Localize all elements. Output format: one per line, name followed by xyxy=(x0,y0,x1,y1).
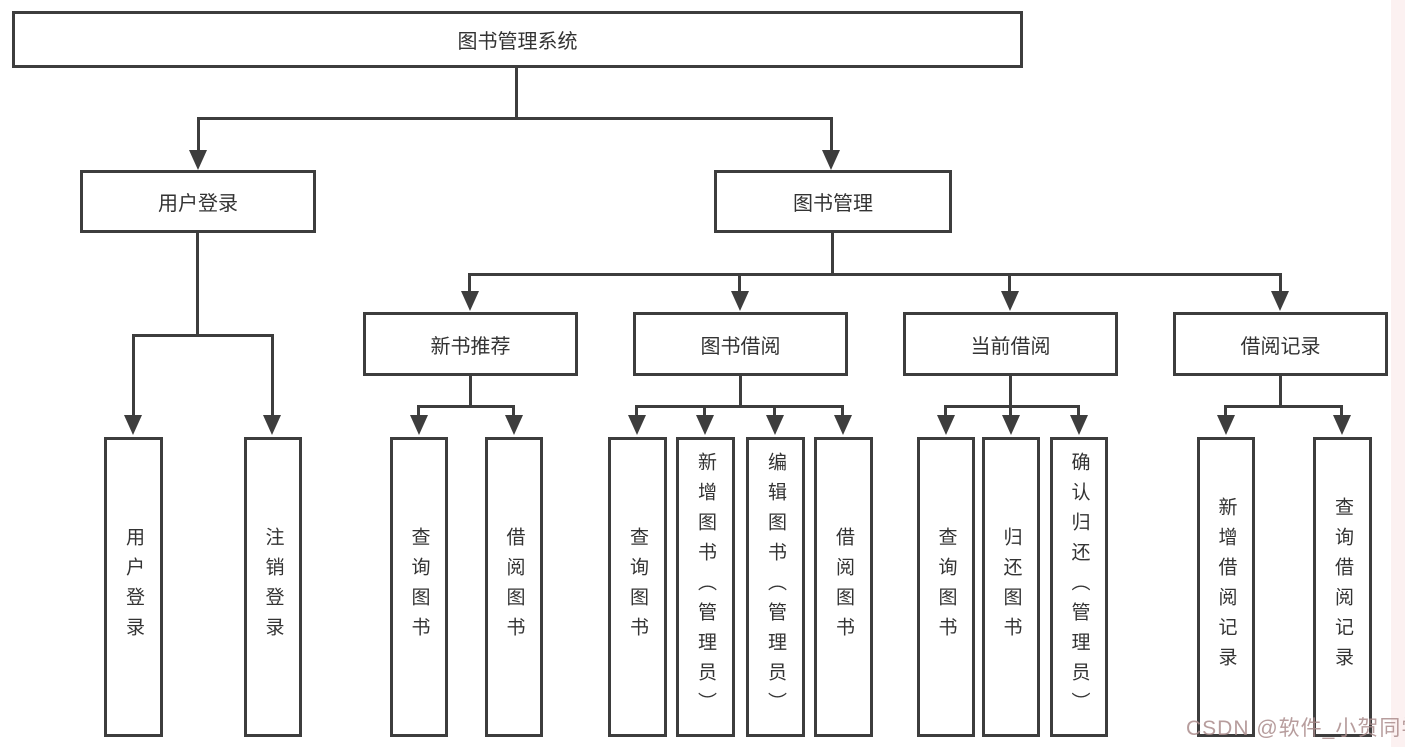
connector-line xyxy=(512,405,515,417)
node-borrowing-records: 借阅记录 xyxy=(1173,312,1388,376)
arrow-down-icon xyxy=(937,415,955,435)
node-current-borrowing-label: 当前借阅 xyxy=(970,335,1051,358)
arrow-down-icon xyxy=(505,415,523,435)
connector-line xyxy=(1224,405,1227,417)
leaf-query-books-current: 查询图书 xyxy=(917,437,975,737)
leaf-query-books-borrowing-label: 查询图书 xyxy=(627,527,648,647)
leaf-query-books-recommend-label: 查询图书 xyxy=(408,527,430,647)
node-user-login-label: 用户登录 xyxy=(158,193,238,215)
leaf-query-books-recommend: 查询图书 xyxy=(390,437,448,737)
leaf-user-login-label: 用户登录 xyxy=(123,527,144,647)
arrow-down-icon xyxy=(1333,415,1351,435)
leaf-add-borrow-record: 新增借阅记录 xyxy=(1197,437,1255,737)
arrow-down-icon xyxy=(766,415,784,435)
connector-line xyxy=(417,405,420,417)
connector-line xyxy=(132,334,274,337)
arrow-down-icon xyxy=(1001,291,1019,311)
arrow-down-icon xyxy=(1271,291,1289,311)
connector-line xyxy=(1009,374,1012,408)
leaf-user-login: 用户登录 xyxy=(104,437,163,737)
node-current-borrowing: 当前借阅 xyxy=(903,312,1118,376)
connector-line xyxy=(1077,405,1080,417)
connector-line xyxy=(635,405,844,408)
leaf-return-book-label: 归还图书 xyxy=(1000,527,1022,647)
right-edge-tint xyxy=(1391,0,1405,747)
connector-line xyxy=(1009,405,1012,417)
arrow-down-icon xyxy=(189,150,207,170)
csdn-watermark: CSDN @软件_小贺同学 xyxy=(1186,717,1405,740)
connector-line xyxy=(944,405,1080,408)
leaf-query-books-current-label: 查询图书 xyxy=(935,527,957,647)
node-book-management-label: 图书管理 xyxy=(793,193,873,215)
leaf-logout-label: 注销登录 xyxy=(262,527,284,647)
connector-line xyxy=(469,374,472,408)
connector-line xyxy=(1340,405,1343,417)
connector-line xyxy=(196,231,199,337)
connector-line xyxy=(197,117,833,120)
node-book-management: 图书管理 xyxy=(714,170,952,233)
arrow-down-icon xyxy=(263,415,281,435)
node-new-book-recommend: 新书推荐 xyxy=(363,312,578,376)
leaf-borrow-books-recommend-label: 借阅图书 xyxy=(503,527,525,647)
leaf-borrow-books: 借阅图书 xyxy=(814,437,873,737)
arrow-down-icon xyxy=(731,291,749,311)
connector-line xyxy=(469,273,1282,276)
connector-line xyxy=(738,273,741,293)
node-root-label: 图书管理系统 xyxy=(457,31,578,53)
leaf-return-book: 归还图书 xyxy=(982,437,1040,737)
connector-line xyxy=(197,117,200,152)
connector-line xyxy=(830,117,833,152)
connector-line xyxy=(417,405,515,408)
connector-line xyxy=(739,374,742,408)
connector-line xyxy=(703,405,706,417)
leaf-confirm-return-admin-label: 确认归还（管理员） xyxy=(1068,452,1090,722)
leaf-add-borrow-record-label: 新增借阅记录 xyxy=(1215,497,1237,677)
leaf-edit-book-admin: 编辑图书（管理员） xyxy=(746,437,805,737)
node-borrowing-records-label: 借阅记录 xyxy=(1240,335,1321,358)
connector-line xyxy=(515,67,518,120)
node-book-borrowing-label: 图书借阅 xyxy=(700,335,781,358)
leaf-borrow-books-recommend: 借阅图书 xyxy=(485,437,543,737)
leaf-edit-book-admin-label: 编辑图书（管理员） xyxy=(765,452,786,722)
node-book-borrowing: 图书借阅 xyxy=(633,312,848,376)
arrow-down-icon xyxy=(461,291,479,311)
leaf-query-borrow-record-label: 查询借阅记录 xyxy=(1332,497,1353,677)
arrow-down-icon xyxy=(822,150,840,170)
connector-line xyxy=(468,273,471,293)
arrow-down-icon xyxy=(1070,415,1088,435)
connector-line xyxy=(831,231,834,276)
connector-line xyxy=(1279,273,1282,293)
connector-line xyxy=(1008,273,1011,293)
arrow-down-icon xyxy=(124,415,142,435)
leaf-query-borrow-record: 查询借阅记录 xyxy=(1313,437,1372,737)
connector-line xyxy=(271,334,274,417)
leaf-confirm-return-admin: 确认归还（管理员） xyxy=(1050,437,1108,737)
leaf-add-book-admin: 新增图书（管理员） xyxy=(676,437,735,737)
arrow-down-icon xyxy=(1217,415,1235,435)
node-new-book-recommend-label: 新书推荐 xyxy=(430,335,511,358)
arrow-down-icon xyxy=(834,415,852,435)
connector-line xyxy=(841,405,844,417)
arrow-down-icon xyxy=(410,415,428,435)
node-user-login: 用户登录 xyxy=(80,170,316,233)
leaf-add-book-admin-label: 新增图书（管理员） xyxy=(695,452,716,722)
connector-line xyxy=(944,405,947,417)
connector-line xyxy=(132,334,135,417)
arrow-down-icon xyxy=(696,415,714,435)
leaf-logout: 注销登录 xyxy=(244,437,302,737)
arrow-down-icon xyxy=(1002,415,1020,435)
leaf-query-books-borrowing: 查询图书 xyxy=(608,437,667,737)
node-root: 图书管理系统 xyxy=(12,11,1023,68)
connector-line xyxy=(1224,405,1343,408)
connector-line xyxy=(1279,374,1282,408)
arrow-down-icon xyxy=(628,415,646,435)
connector-line xyxy=(635,405,638,417)
leaf-borrow-books-label: 借阅图书 xyxy=(833,527,854,647)
connector-line xyxy=(773,405,776,417)
